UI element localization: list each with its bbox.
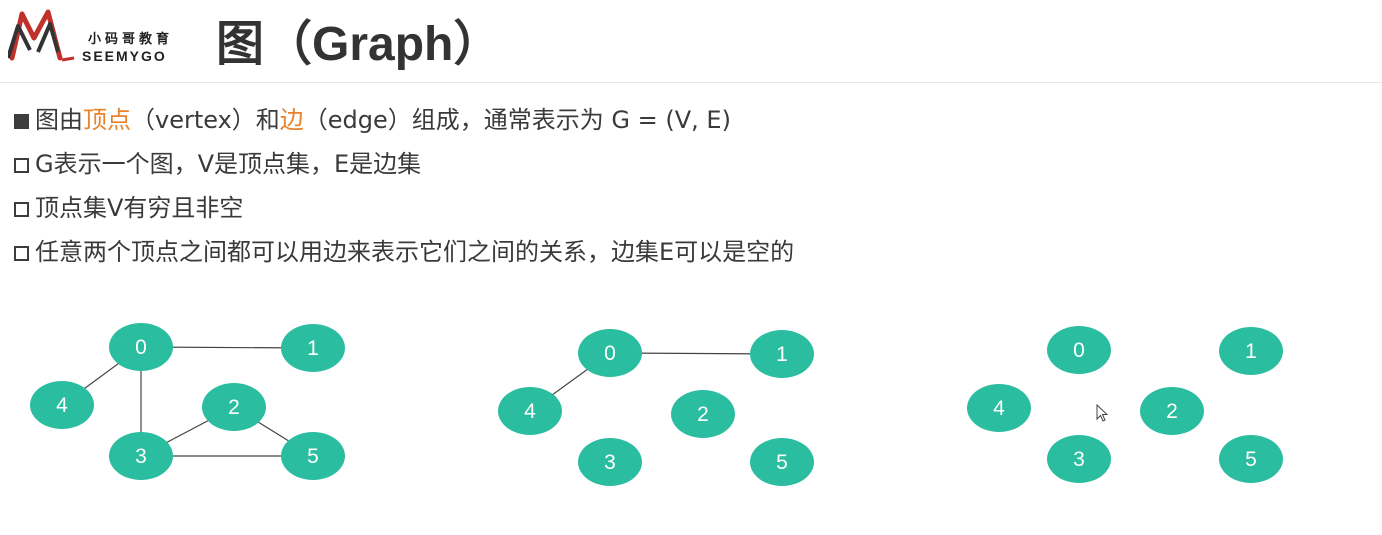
seemygo-logo-icon (8, 9, 75, 62)
graph-node (498, 387, 562, 435)
bullet-item: G表示一个图，V是顶点集，E是边集 (14, 144, 421, 178)
graph-node (578, 329, 642, 377)
node-label: 0 (604, 342, 616, 365)
seemygo-logo: 小码哥教育 SEEMYGO (8, 8, 188, 64)
node-label: 1 (776, 343, 788, 366)
graph-node (671, 390, 735, 438)
node-label: 5 (1245, 448, 1257, 471)
bullet-text: （vertex）和 (131, 106, 280, 134)
bullet-text: （edge）组成，通常表示为 G = (V, E) (303, 106, 731, 134)
highlighted-term: 顶点 (83, 106, 131, 134)
graph-node (109, 323, 173, 371)
logo-text-en: SEEMYGO (82, 48, 167, 64)
node-label: 1 (307, 337, 319, 360)
graph-node (202, 383, 266, 431)
node-label: 2 (1166, 400, 1178, 423)
node-label: 0 (135, 336, 147, 359)
node-label: 5 (307, 445, 319, 468)
graph-node (967, 384, 1031, 432)
page-title: 图（Graph） (216, 18, 502, 71)
node-label: 3 (604, 451, 616, 474)
header-divider (0, 82, 1382, 83)
bullet-text: 任意两个顶点之间都可以用边来表示它们之间的关系，边集E可以是空的 (35, 238, 795, 266)
graphs-canvas: 0 1 2 3 4 5 0 1 2 3 4 5 0 1 2 3 4 5 (30, 323, 1283, 486)
logo-text-cn: 小码哥教育 (88, 32, 174, 47)
graph-node (750, 438, 814, 486)
bullet-text: 图由 (35, 106, 83, 134)
graph-node (1047, 326, 1111, 374)
node-label: 5 (776, 451, 788, 474)
node-label: 4 (56, 394, 68, 417)
node-label: 4 (993, 397, 1005, 420)
hollow-square-icon (14, 245, 29, 261)
hollow-square-icon (14, 157, 29, 173)
top-right-decoration (1180, 0, 1380, 8)
graph-node (1219, 327, 1283, 375)
filled-square-icon (14, 113, 29, 129)
node-label: 3 (135, 445, 147, 468)
graph-node (30, 381, 94, 429)
bullet-item: 图由顶点（vertex）和边（edge）组成，通常表示为 G = (V, E) (14, 100, 731, 134)
graph-node (281, 324, 345, 372)
node-label: 0 (1073, 339, 1085, 362)
graph-node (750, 330, 814, 378)
node-label: 4 (524, 400, 536, 423)
graph-1: 0 1 2 3 4 5 (30, 323, 345, 480)
mouse-pointer-icon (1096, 404, 1109, 422)
bullet-text: 顶点集V有穷且非空 (35, 194, 244, 222)
bullet-text: G表示一个图，V是顶点集，E是边集 (35, 150, 422, 178)
graph-node (281, 432, 345, 480)
graph-node (578, 438, 642, 486)
highlighted-term: 边 (279, 106, 304, 134)
graph-examples: 0 1 2 3 4 5 0 1 2 3 4 5 0 1 2 3 4 5 (0, 300, 1382, 535)
graph-node (1047, 435, 1111, 483)
node-label: 3 (1073, 448, 1085, 471)
bullet-item: 任意两个顶点之间都可以用边来表示它们之间的关系，边集E可以是空的 (14, 232, 794, 266)
graph-node (109, 432, 173, 480)
header: 小码哥教育 SEEMYGO 图（Graph） (0, 0, 1382, 80)
graph-3: 0 1 2 3 4 5 (967, 326, 1283, 483)
node-label: 2 (228, 396, 240, 419)
graph-node (1140, 387, 1204, 435)
node-label: 2 (697, 403, 709, 426)
node-label: 1 (1245, 340, 1257, 363)
hollow-square-icon (14, 201, 29, 217)
graph-node (1219, 435, 1283, 483)
graph-2: 0 1 2 3 4 5 (498, 329, 814, 486)
bullet-item: 顶点集V有穷且非空 (14, 188, 243, 222)
